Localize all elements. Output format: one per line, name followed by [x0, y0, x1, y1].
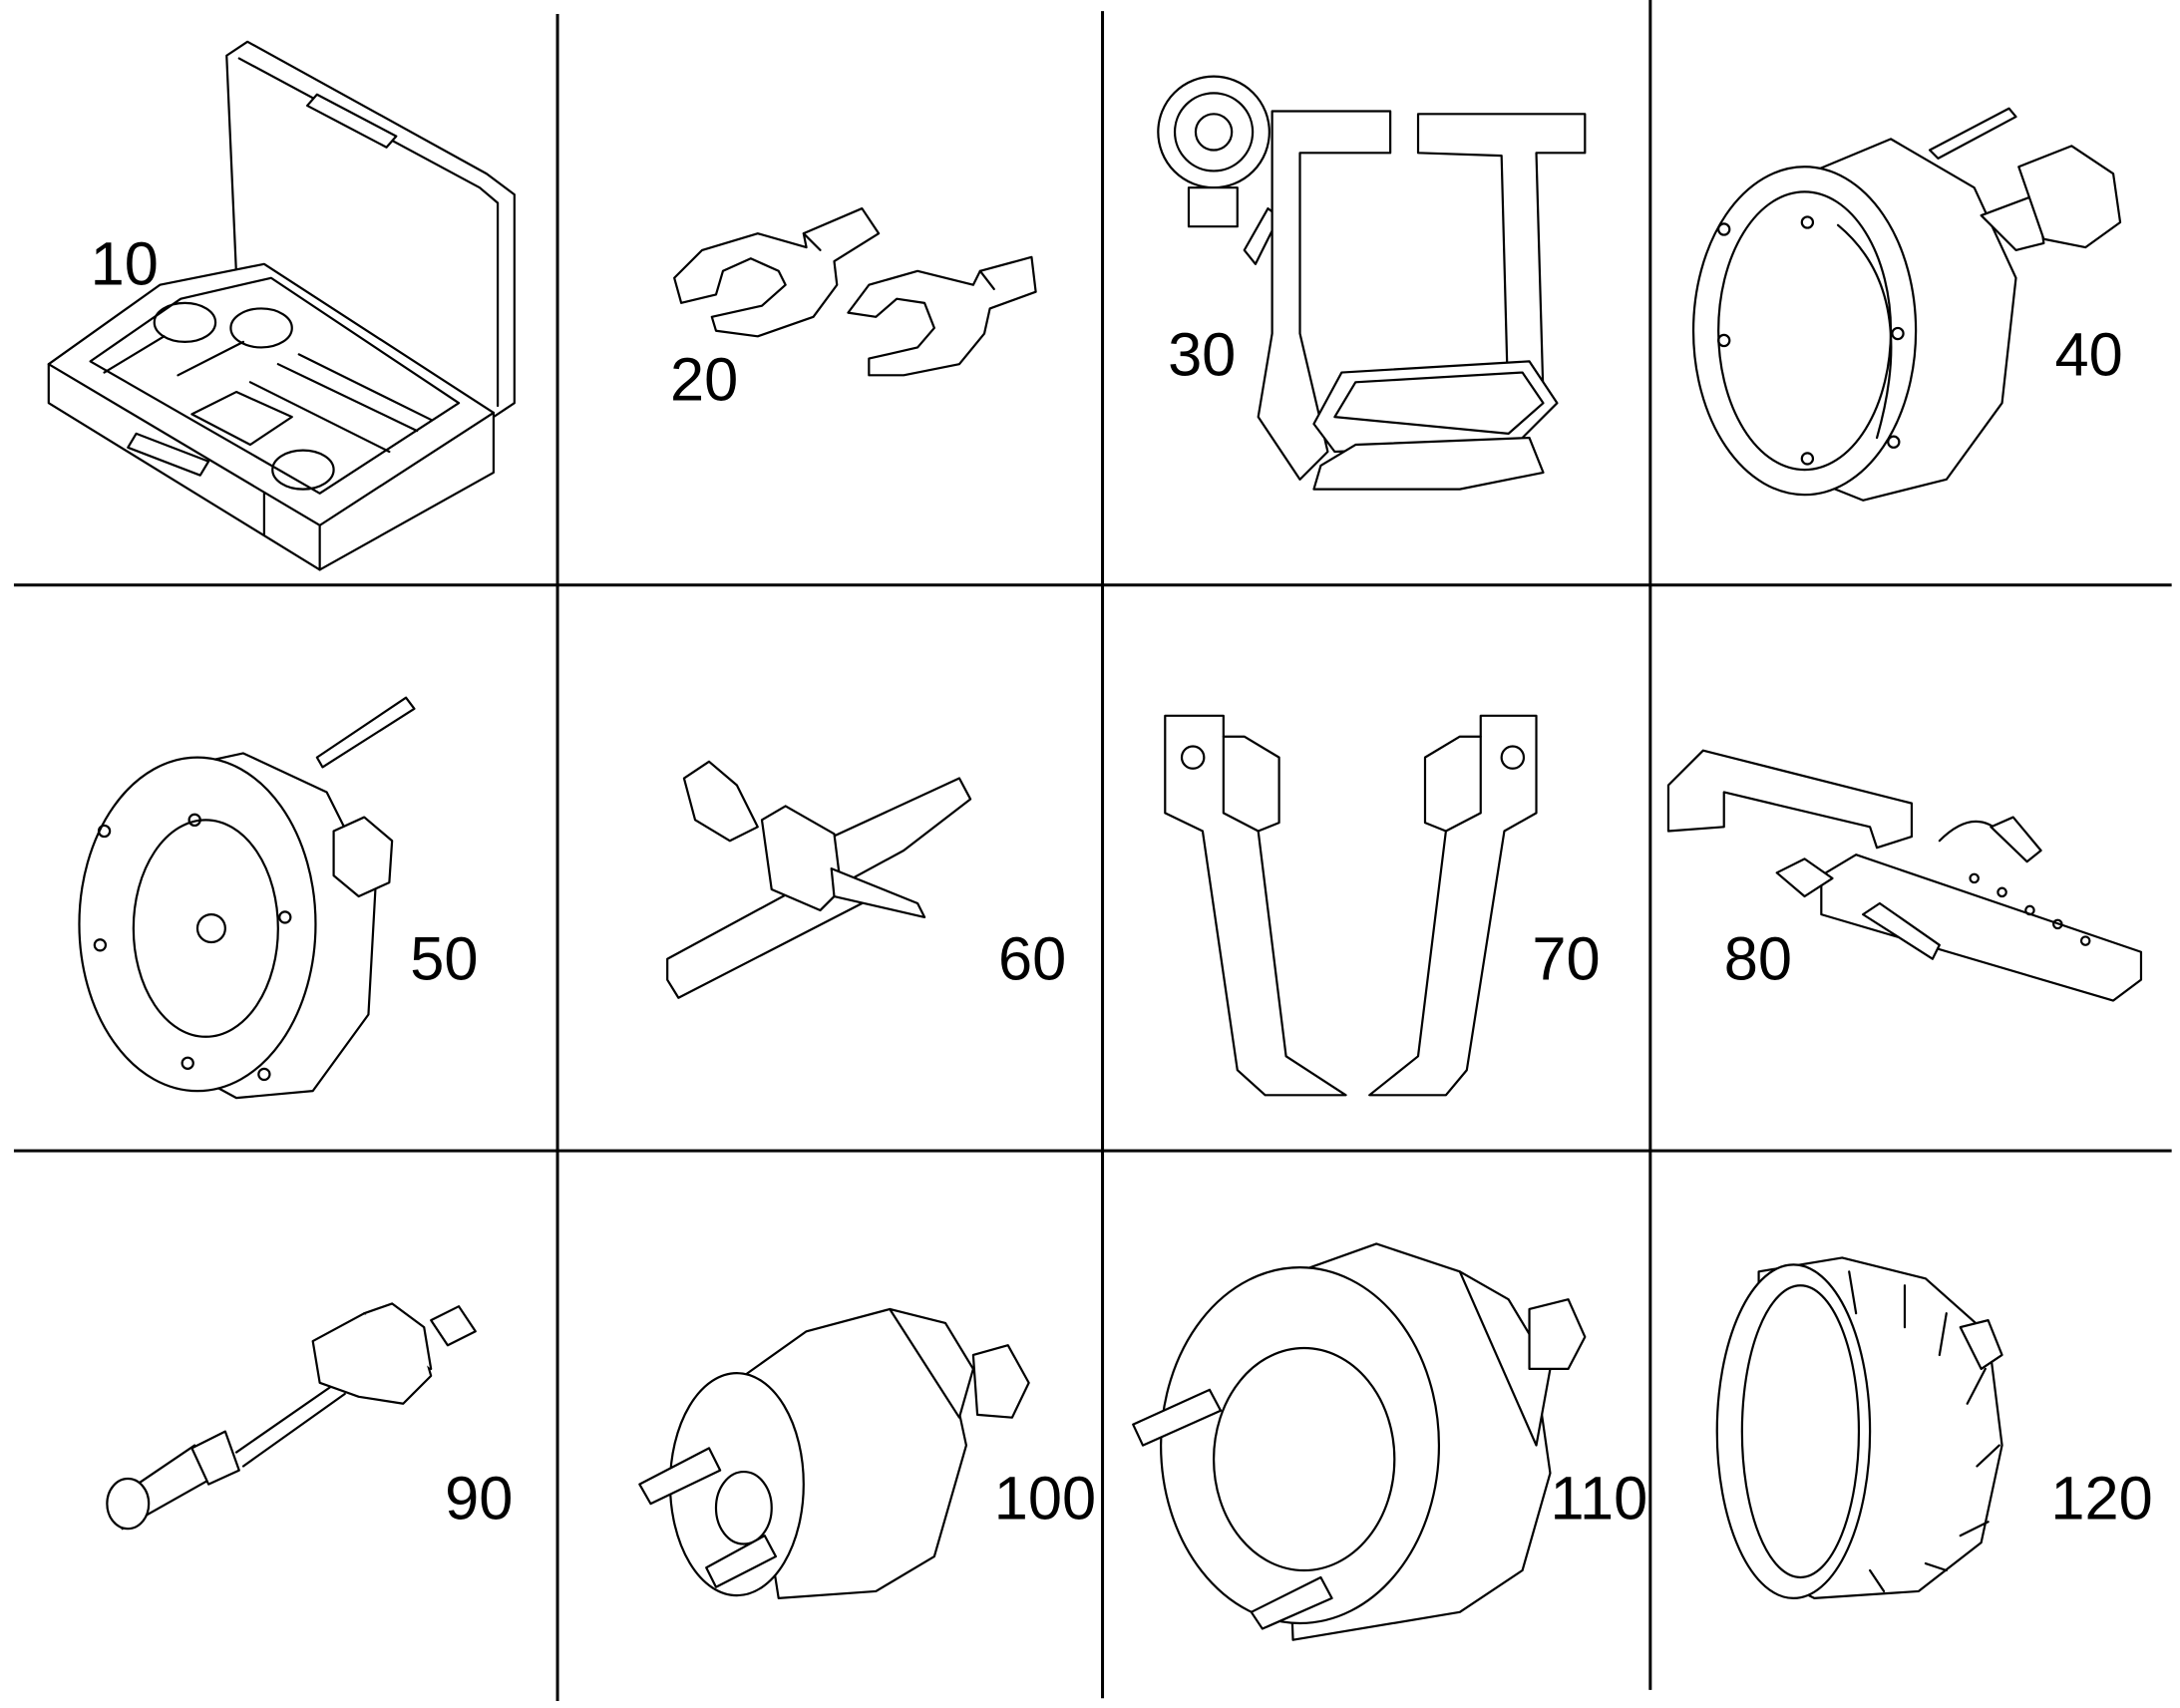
gauge-bracket-icon: 80 [1668, 751, 2141, 1001]
slide-hammer-icon: 90 [107, 1303, 513, 1532]
item-label-60: 60 [998, 924, 1066, 993]
item-label-30: 30 [1168, 319, 1236, 388]
puller-bell-icon: 40 [1693, 109, 2123, 501]
item-label-100: 100 [994, 1463, 1096, 1532]
tool-case-icon: 10 [49, 42, 515, 570]
puller-jaws-icon: 70 [1165, 716, 1601, 1096]
item-label-40: 40 [2055, 319, 2123, 388]
item-label-120: 120 [2050, 1463, 2152, 1532]
support-fixture-icon: 30 [1158, 77, 1585, 490]
crowfoot-wrench-inserts-icon: 20 [670, 208, 1036, 413]
puller-disc-icon: 50 [79, 698, 478, 1098]
item-label-20: 20 [670, 344, 738, 413]
pin-puller-small-icon: 100 [639, 1309, 1096, 1598]
pin-puller-large-icon: 110 [1133, 1243, 1647, 1639]
item-label-70: 70 [1532, 924, 1600, 993]
item-label-50: 50 [410, 924, 478, 993]
grid-lines [14, 0, 2172, 1701]
t-bar-puller-icon: 60 [667, 762, 1066, 998]
item-label-110: 110 [1550, 1463, 1647, 1532]
filter-socket-icon: 120 [1717, 1257, 2153, 1597]
item-label-80: 80 [1724, 924, 1792, 993]
item-label-10: 10 [91, 229, 159, 298]
item-label-90: 90 [445, 1463, 513, 1532]
